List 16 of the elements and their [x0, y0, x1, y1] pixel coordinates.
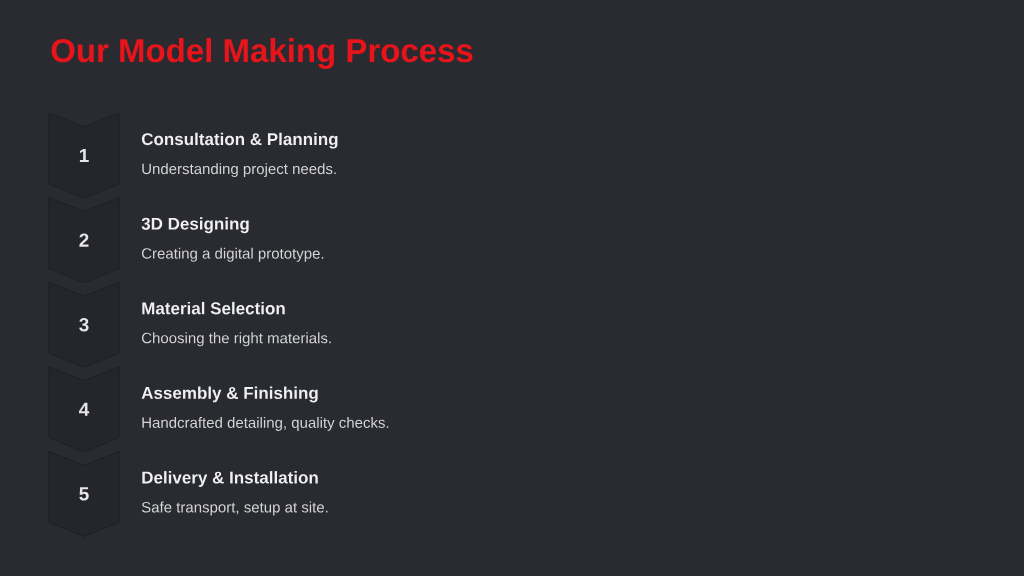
step-description: Choosing the right materials. — [141, 332, 331, 347]
chevron-step: 2 — [48, 197, 120, 283]
chevron-step: 4 — [48, 366, 120, 453]
step-description: Handcrafted detailing, quality checks. — [142, 416, 389, 431]
title: Our Model Making Process — [51, 38, 473, 69]
step-description: Understanding project needs. — [142, 163, 336, 178]
step-description: Creating a digital prototype. — [141, 247, 324, 262]
chevron-step: 5 — [48, 451, 120, 537]
step-heading: Material Selection — [142, 301, 285, 315]
chevron-step: 3 — [48, 281, 120, 368]
step-description: Safe transport, setup at site. — [141, 501, 328, 516]
step-heading: Assembly & Finishing — [141, 386, 318, 403]
step-heading: Consultation & Planning — [141, 132, 338, 149]
chevron-step: 1 — [48, 112, 120, 199]
step-heading: Delivery & Installation — [142, 471, 318, 487]
step-heading: 3D Designing — [141, 217, 249, 234]
